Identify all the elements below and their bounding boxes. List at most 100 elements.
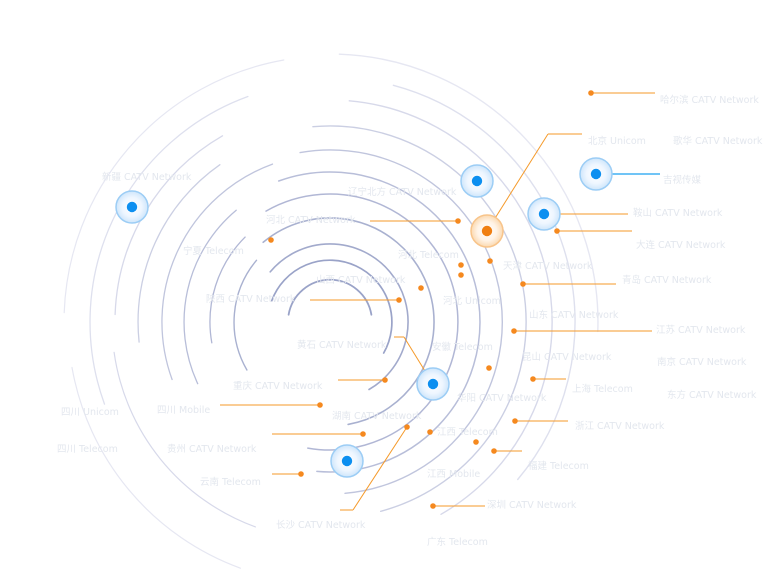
node-label-beijing_unicom: 北京 Unicom xyxy=(588,136,646,147)
spiral-ring xyxy=(233,259,258,371)
node-label-hebei_telecom: 河北 Telecom xyxy=(398,250,459,261)
node-label-sichuan_unicom: 四川 Unicom xyxy=(61,407,119,418)
node-label-shanghai: 上海 Telecom xyxy=(572,384,633,395)
node-label-qingdao: 青岛 CATV Network xyxy=(622,275,712,286)
leader-line xyxy=(486,133,549,232)
node-label-liaoning: 辽宁北方 CATV Network xyxy=(348,187,457,198)
node-label-hebei: 河北 CATV Network xyxy=(266,215,356,226)
node-label-jiangsu: 江苏 CATV Network xyxy=(656,325,746,336)
node-label-guangdong: 广东 Telecom xyxy=(427,537,488,548)
endpoint-dot xyxy=(512,418,518,424)
endpoint-dot xyxy=(458,272,464,278)
node-label-henan_unicom: 河北 Unicom xyxy=(443,296,501,307)
node-label-kunshan: 昆山 CATV Network xyxy=(522,352,612,363)
endpoint-dot xyxy=(554,228,560,234)
node-core xyxy=(126,201,138,213)
node-core xyxy=(590,168,602,180)
node-label-jiangxi_telecom: 江西 Telecom xyxy=(437,427,498,438)
node-core xyxy=(427,378,439,390)
spiral-ring xyxy=(392,84,576,481)
node-label-jilin_tv: 吉视传媒 xyxy=(663,175,702,186)
endpoint-dot xyxy=(382,377,388,383)
node-core xyxy=(341,455,353,467)
node-label-chongqing: 重庆 CATV Network xyxy=(233,381,323,392)
spiral-rings xyxy=(63,53,599,569)
node-label-gehua: 歌华 CATV Network xyxy=(673,136,763,147)
node-label-shenzhen: 深圳 CATV Network xyxy=(487,500,577,511)
node-label-harbin: 哈尔滨 CATV Network xyxy=(660,95,759,106)
node-label-nanjing: 南京 CATV Network xyxy=(657,357,747,368)
spiral-ring xyxy=(262,217,435,426)
endpoint-dots xyxy=(268,90,594,509)
node-label-changsha: 长沙 CATV Network xyxy=(276,520,366,531)
node-core xyxy=(471,175,483,187)
endpoint-dot xyxy=(427,429,433,435)
network-node-blue xyxy=(460,164,494,198)
spiral-ring xyxy=(89,95,249,405)
node-label-shandong: 山东 CATV Network xyxy=(529,310,619,321)
network-node-blue xyxy=(579,157,613,191)
spiral-ring xyxy=(265,193,459,451)
node-label-tianjin: 天津 CATV Network xyxy=(503,261,593,272)
endpoint-dot xyxy=(473,439,479,445)
endpoint-dot xyxy=(588,90,594,96)
node-label-jiangxi_mobile: 江西 Mobile xyxy=(427,469,481,480)
node-label-huangshi: 黄石 CATV Network xyxy=(297,340,387,351)
spiral-ring xyxy=(63,59,285,314)
spiral-ring xyxy=(270,259,393,354)
node-core xyxy=(481,225,493,237)
spiral-ring xyxy=(183,209,237,385)
node-label-anshan: 鞍山 CATV Network xyxy=(633,208,723,219)
node-label-xinjiang: 新疆 CATV Network xyxy=(102,172,192,183)
node-label-huayang: 华阳 CATV Network xyxy=(457,393,547,404)
node-label-hunan: 湖南 CATV Network xyxy=(332,411,422,422)
endpoint-dot xyxy=(491,448,497,454)
node-label-shaanxi: 陕西 CATV Network xyxy=(206,294,296,305)
endpoint-dot xyxy=(317,402,323,408)
node-label-dongfang: 东方 CATV Network xyxy=(667,390,757,401)
network-node-blue xyxy=(115,190,149,224)
node-label-fujian: 福建 Telecom xyxy=(528,461,589,472)
node-label-yunnan: 云南 Telecom xyxy=(200,477,261,488)
endpoint-dot xyxy=(511,328,517,334)
spiral-ring xyxy=(113,351,256,528)
endpoint-dot xyxy=(486,365,492,371)
endpoint-dot xyxy=(487,258,493,264)
node-label-sichuan_telecom: 四川 Telecom xyxy=(57,444,118,455)
node-core xyxy=(538,208,550,220)
network-node-blue xyxy=(330,444,364,478)
spiral-ring xyxy=(114,135,224,316)
spiral-ring xyxy=(269,243,409,391)
spiral-ring xyxy=(277,171,481,473)
spiral-ring xyxy=(338,53,599,333)
spiral-ring xyxy=(348,100,553,515)
spiral-ring xyxy=(299,149,503,494)
node-label-sichuan_mobile: 四川 Mobile xyxy=(157,405,211,416)
spiral-ring xyxy=(161,163,274,381)
node-label-shanxi: 山西 CATV Network xyxy=(316,275,406,286)
leader-line xyxy=(352,426,408,511)
node-label-anhui: 安徽 Telecom xyxy=(432,342,493,353)
network-node-blue xyxy=(416,367,450,401)
node-label-guizhou: 贵州 CATV Network xyxy=(167,444,257,455)
network-node-blue xyxy=(527,197,561,231)
endpoint-dot xyxy=(396,297,402,303)
node-label-dalian: 大连 CATV Network xyxy=(636,240,726,251)
network-node-orange xyxy=(470,214,504,248)
node-label-zhejiang: 浙江 CATV Network xyxy=(575,421,665,432)
spiral-ring xyxy=(137,164,221,343)
endpoint-dot xyxy=(520,281,526,287)
endpoint-dot xyxy=(404,424,410,430)
spiral-ring xyxy=(71,366,241,569)
endpoint-dot xyxy=(530,376,536,382)
endpoint-dot xyxy=(418,285,424,291)
highlight-nodes xyxy=(115,157,613,478)
node-label-ningxia: 宁夏 Telecom xyxy=(183,246,244,257)
spiral-ring xyxy=(209,236,246,344)
spiral-ring xyxy=(312,125,527,512)
endpoint-dot xyxy=(430,503,436,509)
endpoint-dot xyxy=(360,431,366,437)
endpoint-dot xyxy=(268,237,274,243)
endpoint-dot xyxy=(455,218,461,224)
